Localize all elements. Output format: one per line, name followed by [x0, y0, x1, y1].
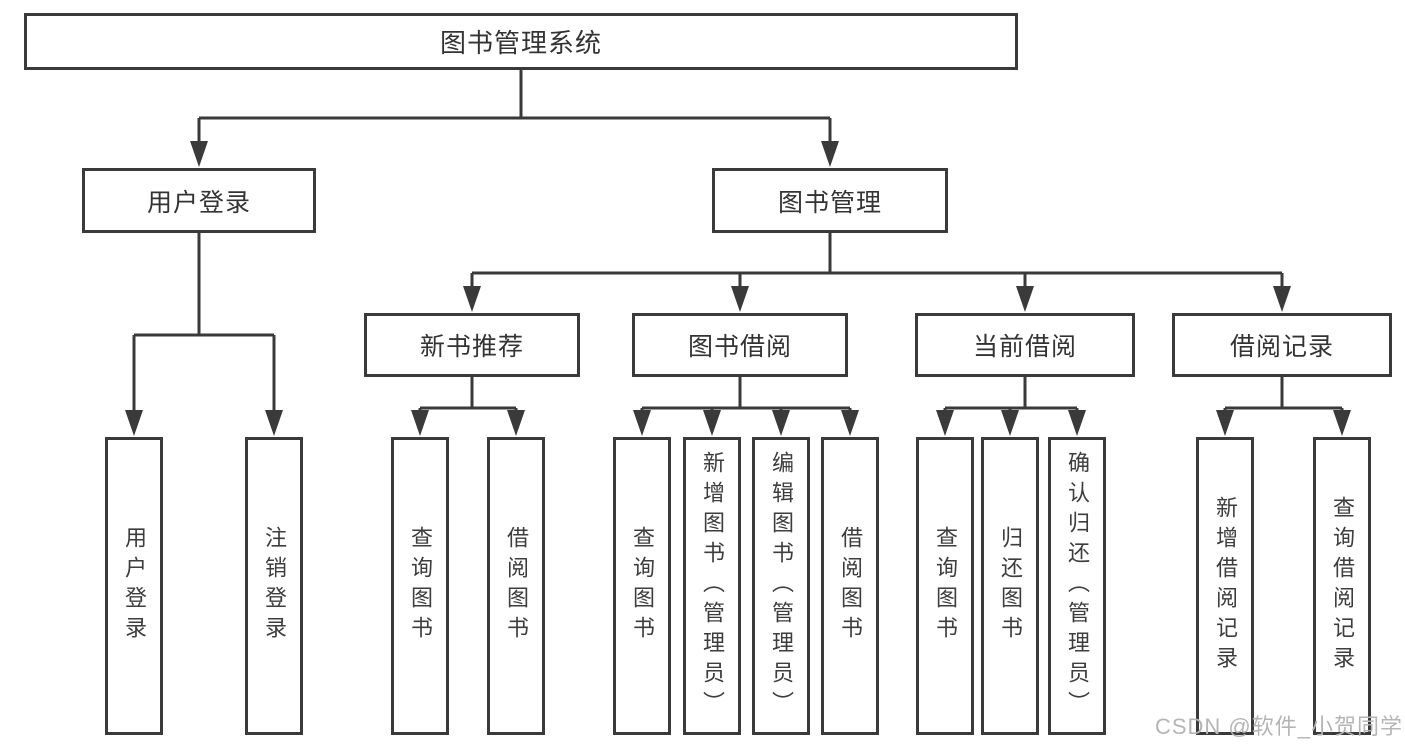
leaf-nbr-query-books: 查询图书 — [391, 437, 449, 735]
leaf-br-add-record-label: 新增借阅记录 — [1213, 496, 1238, 676]
leaf-br-add-record: 新增借阅记录 — [1196, 437, 1254, 735]
leaf-user-login: 用户登录 — [105, 437, 163, 735]
node-book-borrowing: 图书借阅 — [632, 313, 848, 377]
leaf-cb-query-books: 查询图书 — [916, 437, 974, 735]
leaf-bb-query-books-label: 查询图书 — [630, 526, 655, 646]
leaf-bb-borrow-books-label: 借阅图书 — [838, 526, 863, 646]
leaf-bb-borrow-books: 借阅图书 — [821, 437, 879, 735]
node-book-management: 图书管理 — [712, 168, 948, 233]
leaf-bb-query-books: 查询图书 — [613, 437, 671, 735]
leaf-logout-label: 注销登录 — [262, 526, 287, 646]
node-borrowing-records: 借阅记录 — [1172, 313, 1392, 377]
arrowheads — [125, 141, 1351, 436]
leaf-logout: 注销登录 — [245, 437, 303, 735]
leaf-nbr-borrow-books-label: 借阅图书 — [504, 526, 529, 646]
leaf-br-query-record: 查询借阅记录 — [1313, 437, 1371, 735]
leaf-nbr-borrow-books: 借阅图书 — [487, 437, 545, 735]
leaf-cb-return-books: 归还图书 — [981, 437, 1039, 735]
leaf-cb-confirm-return-admin: 确认归还（管理员） — [1048, 437, 1106, 735]
node-new-book-recommendation: 新书推荐 — [364, 313, 580, 377]
leaf-br-query-record-label: 查询借阅记录 — [1330, 496, 1355, 676]
leaf-bb-edit-book-admin: 编辑图书（管理员） — [752, 437, 810, 735]
node-library-management-system: 图书管理系统 — [24, 13, 1018, 70]
leaf-bb-add-book-admin-label: 新增图书（管理员） — [700, 451, 725, 721]
node-user-login: 用户登录 — [82, 168, 316, 233]
watermark-text: CSDN @软件_小贺同学 — [1154, 714, 1403, 739]
leaf-cb-return-books-label: 归还图书 — [998, 526, 1023, 646]
node-current-borrowing: 当前借阅 — [915, 313, 1135, 377]
leaf-cb-confirm-return-admin-label: 确认归还（管理员） — [1065, 451, 1090, 721]
leaf-cb-query-books-label: 查询图书 — [933, 526, 958, 646]
leaf-bb-add-book-admin: 新增图书（管理员） — [683, 437, 741, 735]
leaf-nbr-query-books-label: 查询图书 — [408, 526, 433, 646]
leaf-user-login-label: 用户登录 — [122, 526, 147, 646]
leaf-bb-edit-book-admin-label: 编辑图书（管理员） — [769, 451, 794, 721]
